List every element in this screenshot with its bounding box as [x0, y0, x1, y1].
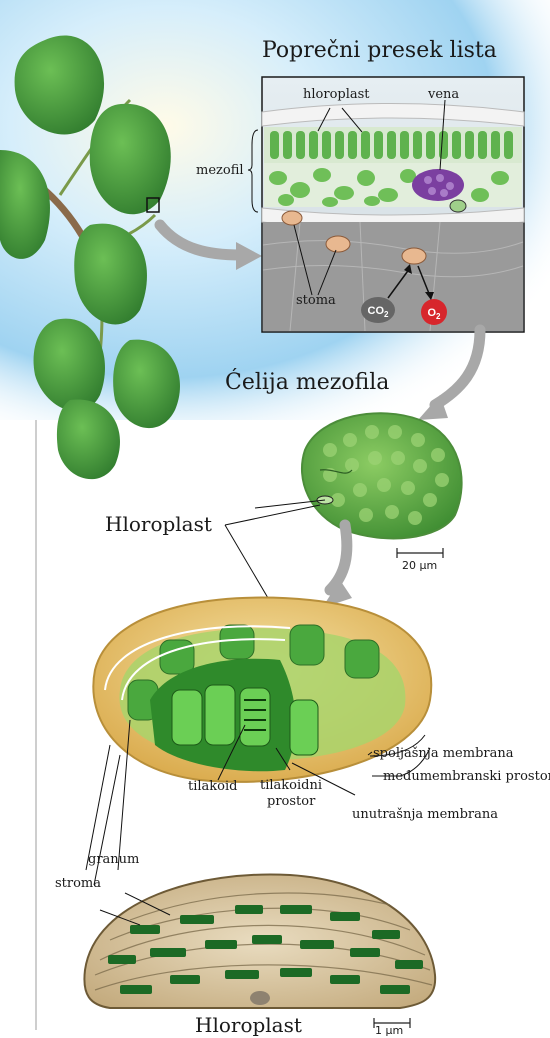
- stoma-label: stoma: [296, 294, 336, 307]
- stroma-label: stroma: [55, 877, 101, 890]
- hloroplast-title: Hloroplast: [105, 514, 212, 534]
- thylakoid-label: tilakoid: [188, 780, 237, 793]
- vena-label: vena: [428, 88, 459, 101]
- mesophyll-cell-title: Ćelija mezofila: [225, 372, 389, 394]
- vein: [412, 169, 464, 201]
- micrograph-scale-label: 1 µm: [375, 1025, 403, 1036]
- hloroplast-label: hloroplast: [303, 88, 370, 101]
- stoma: [326, 236, 350, 252]
- cross-section-panel: [248, 77, 524, 332]
- cross-section-title: Poprečni presek lista: [262, 40, 497, 62]
- zoom-arrow-cell: [330, 525, 347, 590]
- stoma: [282, 211, 302, 225]
- cell-scale-label: 20 µm: [402, 560, 437, 571]
- chloroplast-micrograph: [84, 874, 435, 1028]
- thylakoid-space-label-2: prostor: [267, 795, 315, 808]
- mezofil-label: mezofil: [196, 164, 244, 177]
- inner-membrane-label: unutrašnja membrana: [352, 808, 498, 821]
- micrograph-title: Hloroplast: [195, 1015, 302, 1035]
- thylakoid-space-label-1: tilakoidni: [260, 779, 322, 792]
- mesophyll-cell: [302, 413, 462, 558]
- stoma: [402, 248, 426, 264]
- outer-membrane-label: spoljašnja membrana: [373, 747, 513, 760]
- granum-label: granum: [88, 853, 139, 866]
- intermembrane-label: međumembranski prostor: [383, 770, 550, 783]
- hloroplast-leader: [225, 500, 325, 598]
